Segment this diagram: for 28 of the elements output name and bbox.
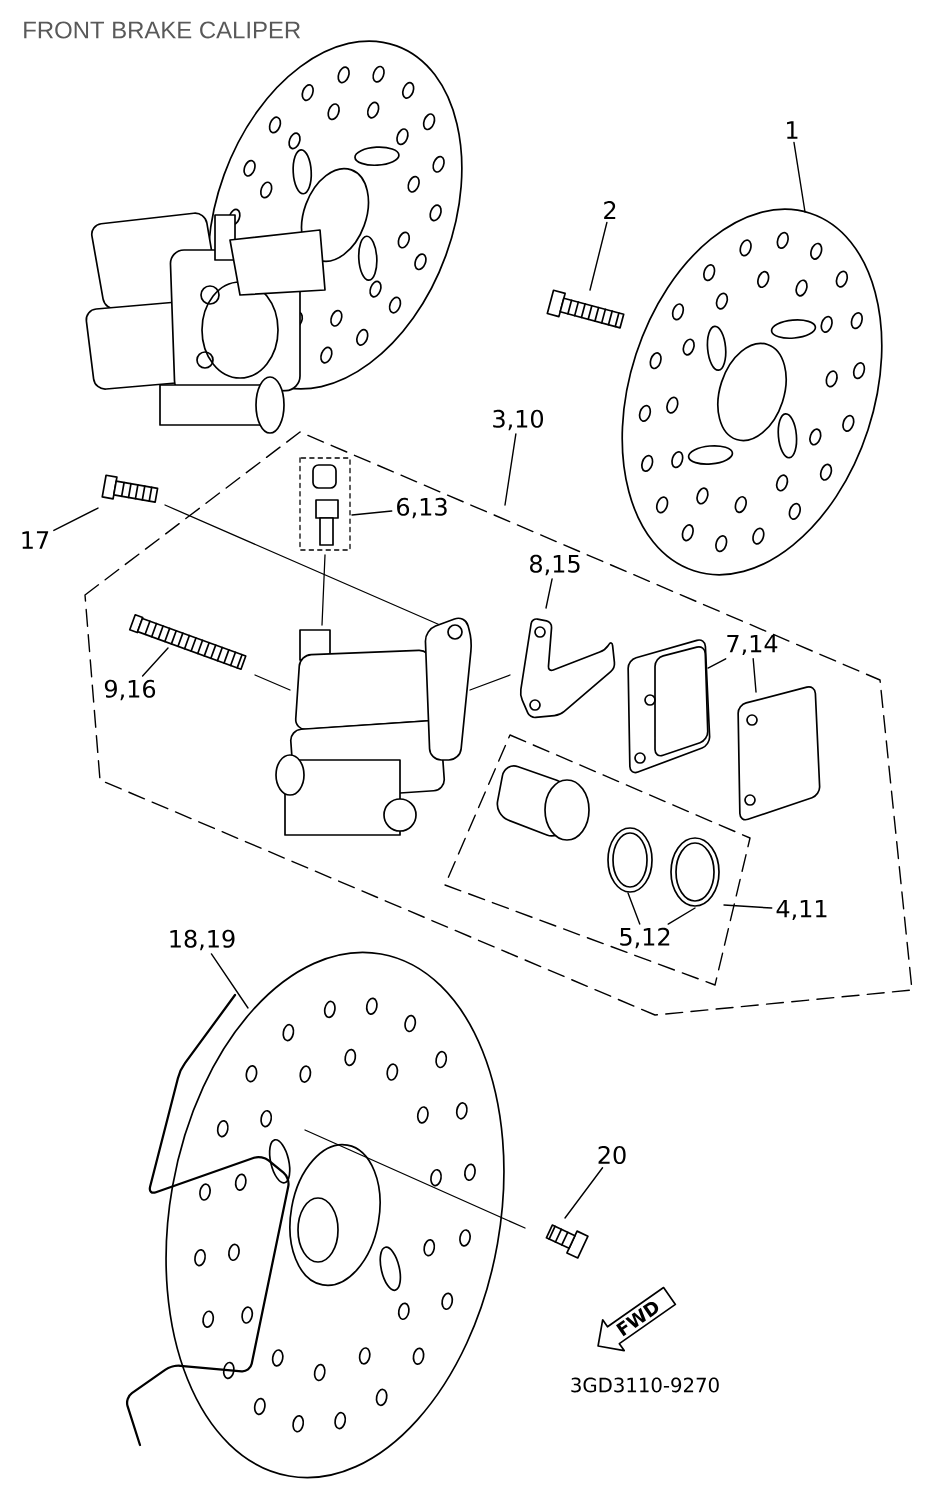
callout-number: 5,12 [620,927,670,949]
leader-line [545,578,553,609]
part-code: 3GD3110-9270 [571,1377,719,1393]
leader-line [53,507,99,532]
title: FRONT BRAKE CALIPER [24,21,301,39]
callout-number: 2 [604,201,616,219]
leader-line [723,904,773,909]
leader-line [752,658,757,693]
leader-line [141,647,169,677]
leader-line [707,658,727,669]
callout-number: 8,15 [530,554,580,576]
callout-number: 17 [22,531,49,549]
callout-number: 18,19 [170,929,235,951]
callout-number: 4,11 [776,899,827,921]
leader-line [627,892,641,925]
callout-number: 7,14 [727,634,778,656]
leader-line [504,433,517,506]
callout-number: 9,16 [104,679,156,701]
leader-line [589,221,608,291]
leader-line [351,510,393,516]
callout-number: 20 [598,1145,626,1165]
callout-number: 3,10 [493,409,544,431]
leader-line [667,907,696,925]
leader-line [210,953,249,1009]
callout-number: 1 [787,121,798,139]
leader-line [564,1167,604,1219]
callout-number: 6,13 [397,497,447,519]
leader-line [793,141,806,213]
